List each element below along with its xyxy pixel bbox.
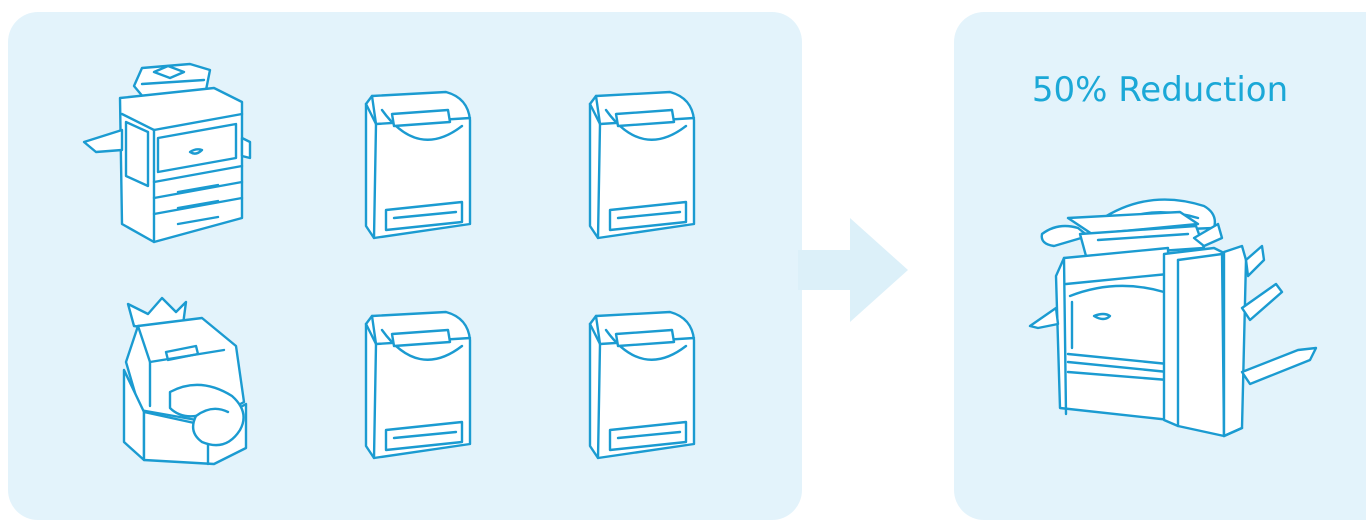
desktop-printer-icon <box>582 90 702 242</box>
multifunction-copier-icon <box>82 58 252 268</box>
reduction-title: 50% Reduction <box>960 70 1360 110</box>
right-arrow-icon <box>798 218 908 322</box>
desktop-printer-icon <box>358 90 478 242</box>
desktop-printer-icon <box>582 310 702 462</box>
production-multifunction-printer-icon <box>1028 188 1318 444</box>
desktop-printer-icon <box>358 310 478 462</box>
fax-machine-icon <box>104 292 264 470</box>
